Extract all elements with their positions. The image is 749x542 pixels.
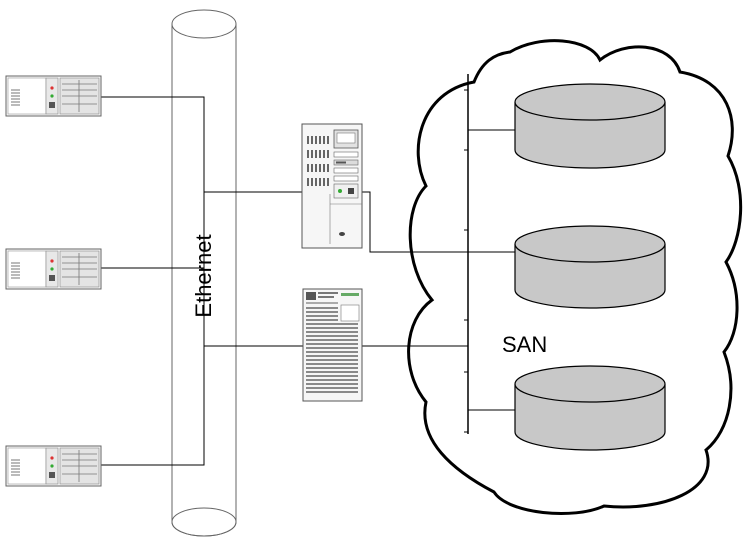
rack-server-icon — [302, 288, 363, 402]
ethernet-link-1 — [101, 96, 205, 466]
workstation-icon — [5, 445, 102, 487]
connection-lines — [101, 74, 515, 466]
san-label: SAN — [502, 332, 547, 357]
tower-server-icon — [301, 123, 363, 249]
ethernet-label: Ethernet — [191, 234, 216, 317]
storage-disk-icon — [514, 83, 666, 169]
workstation-icon — [5, 248, 102, 290]
storage-disk-icon — [514, 365, 666, 451]
workstation-icon — [5, 75, 102, 117]
san-link-tower — [362, 191, 468, 253]
storage-disk-icon — [514, 225, 666, 309]
ethernet-link-4 — [203, 345, 303, 360]
